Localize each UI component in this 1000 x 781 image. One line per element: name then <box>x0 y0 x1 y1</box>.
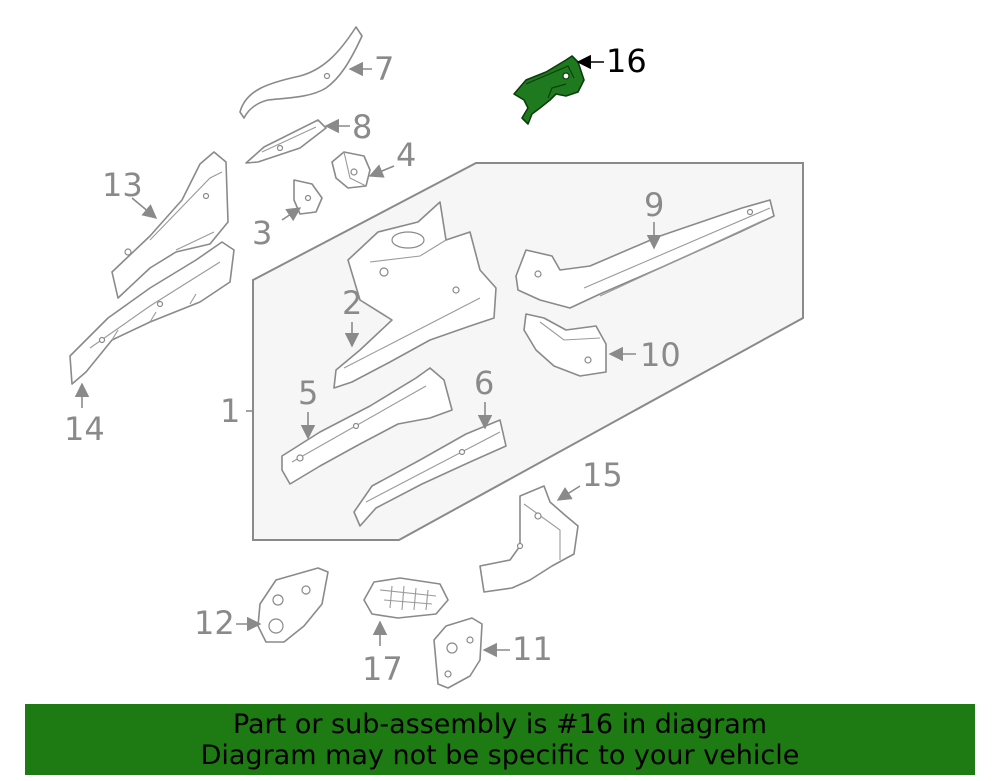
callout-3[interactable]: 3 <box>252 214 272 252</box>
callout-10[interactable]: 10 <box>640 336 681 374</box>
callout-15[interactable]: 15 <box>582 456 623 494</box>
part-6[interactable] <box>353 419 507 527</box>
callout-1[interactable]: 1 <box>220 392 240 430</box>
callout-13[interactable]: 13 <box>102 166 143 204</box>
part-9[interactable] <box>515 199 775 309</box>
callout-12[interactable]: 12 <box>194 604 235 642</box>
part-8[interactable] <box>245 119 327 164</box>
part-16-highlighted[interactable] <box>513 55 585 125</box>
callout-11[interactable]: 11 <box>512 630 553 668</box>
banner-line-2: Diagram may not be specific to your vehi… <box>200 739 800 771</box>
callout-4[interactable]: 4 <box>396 136 416 174</box>
banner-background <box>25 704 975 775</box>
part-10[interactable] <box>523 313 607 377</box>
banner-line-1: Part or sub-assembly is #16 in diagram <box>232 708 768 740</box>
part-11[interactable] <box>433 617 483 689</box>
callout-14[interactable]: 14 <box>64 410 105 448</box>
callout-8[interactable]: 8 <box>352 108 372 146</box>
callout-7[interactable]: 7 <box>374 50 394 88</box>
callout-6[interactable]: 6 <box>474 364 494 402</box>
callout-labels: 7 8 4 3 13 14 2 1 5 6 9 10 15 12 17 11 1… <box>64 42 681 688</box>
part-7[interactable] <box>239 26 363 119</box>
leader-lines <box>74 54 662 658</box>
callout-17[interactable]: 17 <box>362 650 403 688</box>
part-12[interactable] <box>257 567 329 643</box>
part-15[interactable] <box>479 485 579 593</box>
part-13[interactable] <box>111 151 229 299</box>
part-3[interactable] <box>293 179 323 215</box>
callout-2[interactable]: 2 <box>342 284 362 322</box>
part-5[interactable] <box>281 367 453 485</box>
part-2[interactable] <box>333 201 497 389</box>
part-14[interactable] <box>69 241 235 385</box>
notice-banner: Part or sub-assembly is #16 in diagram D… <box>25 704 975 775</box>
callout-5[interactable]: 5 <box>298 374 318 412</box>
callout-9[interactable]: 9 <box>644 186 664 224</box>
part-4[interactable] <box>331 151 371 189</box>
callout-16[interactable]: 16 <box>606 42 647 80</box>
part-17[interactable] <box>363 577 449 619</box>
